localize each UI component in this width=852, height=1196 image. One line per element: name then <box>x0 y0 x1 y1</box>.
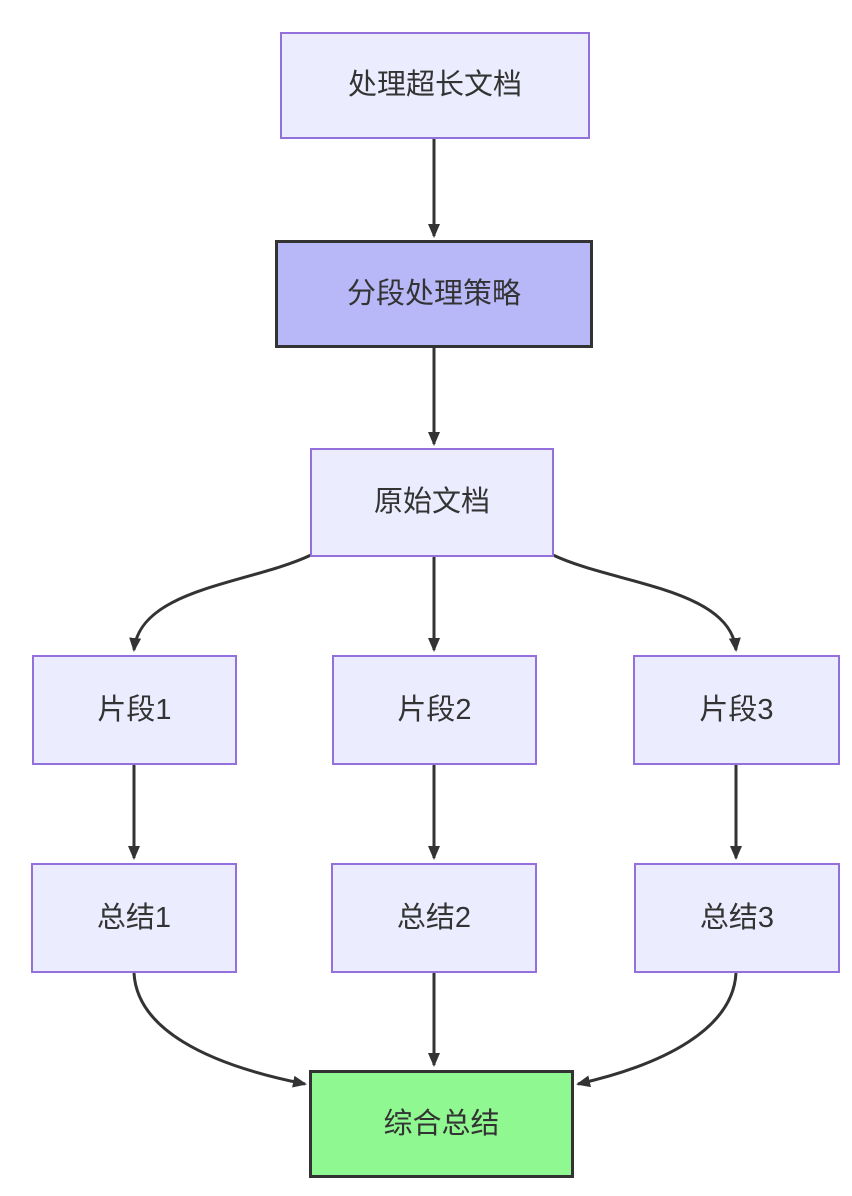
node-label: 片段2 <box>397 693 472 726</box>
node-label: 片段1 <box>97 693 172 726</box>
node-fragment-3: 片段3 <box>633 655 840 765</box>
node-summary-3: 总结3 <box>634 863 840 973</box>
node-label: 片段3 <box>699 693 774 726</box>
node-summary-2: 总结2 <box>331 863 537 973</box>
node-fragment-2: 片段2 <box>332 655 537 765</box>
node-fragment-1: 片段1 <box>32 655 237 765</box>
node-label: 分段处理策略 <box>346 277 521 310</box>
edge-I-J <box>576 972 738 1088</box>
node-label: 处理超长文档 <box>347 69 522 101</box>
node-label: 总结1 <box>96 901 172 934</box>
node-label: 原始文档 <box>373 486 490 518</box>
node-combined-summary: 综合总结 <box>309 1070 574 1178</box>
node-summary-1: 总结1 <box>31 863 237 973</box>
node-label: 综合总结 <box>383 1107 500 1140</box>
node-original-document: 原始文档 <box>310 448 554 557</box>
node-label: 总结3 <box>699 901 775 934</box>
node-process-long-document: 处理超长文档 <box>280 32 590 139</box>
edge-G-J <box>132 972 307 1088</box>
node-label: 总结2 <box>396 901 472 934</box>
edge-C-D <box>129 553 312 652</box>
edge-C-F <box>552 553 741 652</box>
node-segmentation-strategy: 分段处理策略 <box>275 240 593 348</box>
